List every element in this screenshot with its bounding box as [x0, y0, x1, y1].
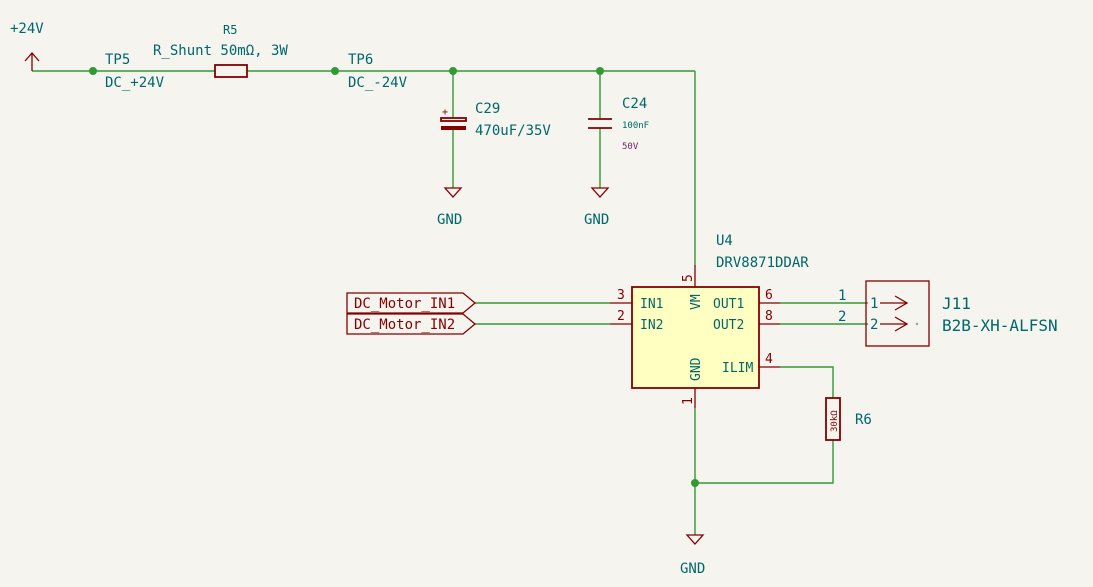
u4-pin-out2-name: OUT2: [713, 318, 744, 333]
vin-power-symbol: +24V: [10, 21, 44, 71]
r5-ref: R5: [223, 23, 237, 37]
ground-icon: [443, 187, 463, 198]
u4-ref: U4: [716, 233, 733, 249]
j11-net1-label: 1: [838, 288, 846, 304]
u4-pin-vm-number: 5: [681, 274, 696, 282]
j11-connector: 1 2 1 2 J11 B2B-XH-ALFSN: [838, 280, 1058, 347]
u4-pin-in1-number: 3: [617, 288, 625, 303]
vin-label: +24V: [10, 21, 44, 37]
label-dc-motor-in1: DC_Motor_IN1: [346, 292, 477, 314]
gnd-label-c24: GND: [584, 212, 609, 228]
label-in2-text: DC_Motor_IN2: [354, 317, 455, 333]
label-in1-text: DC_Motor_IN1: [354, 296, 455, 312]
r6-ref: R6: [855, 412, 872, 428]
ground-icon: [590, 187, 610, 198]
c24-capacitor: C24 100nF 50V: [588, 96, 649, 152]
junction-c29: [449, 67, 457, 75]
gnd-symbol-c24: GND: [584, 187, 610, 228]
j11-value: B2B-XH-ALFSN: [942, 316, 1058, 335]
junction-c24: [596, 67, 604, 75]
u4-value: DRV8871DDAR: [716, 255, 809, 271]
junction-gnd: [691, 479, 699, 487]
label-tag-shape: [346, 313, 477, 335]
resistor-icon: [825, 397, 841, 441]
j11-body: [865, 280, 930, 347]
u4-pin-in2-number: 2: [617, 309, 625, 324]
u4-pin-out1-name: OUT1: [713, 297, 744, 312]
gnd-symbol-u4: GND: [680, 534, 705, 577]
gnd-symbol-c29: GND: [437, 187, 463, 228]
c29-plus-sign: +: [442, 107, 448, 118]
tp5-ref: TP5: [105, 52, 130, 68]
u4-ic: U4 DRV8871DDAR 5 VM 3 IN1 2 IN2 6 OUT1 8…: [610, 233, 809, 408]
dot-icon: [915, 322, 919, 326]
j11-net2-label: 2: [838, 309, 846, 325]
u4-pin-out1-number: 6: [765, 288, 773, 303]
wires: [32, 70, 868, 535]
j11-ref: J11: [942, 294, 971, 313]
u4-body: [631, 286, 760, 389]
tp5-value: DC_+24V: [105, 75, 165, 91]
c24-value: 100nF: [622, 121, 649, 131]
c24-ref: C24: [622, 96, 647, 112]
u4-pin-in2-name: IN2: [640, 318, 663, 333]
r6-value: 30kΩ: [830, 410, 840, 432]
c24-voltage: 50V: [622, 142, 639, 152]
j11-pin1-number: 1: [870, 296, 878, 312]
resistor-icon: [214, 64, 248, 78]
r5-value: R_Shunt 50mΩ, 3W: [153, 43, 288, 59]
u4-pin-out2-number: 8: [765, 309, 773, 324]
u4-pin-vm-name: VM: [689, 294, 704, 310]
r6-resistor: 30kΩ R6: [825, 397, 872, 441]
r5-resistor: R5 R_Shunt 50mΩ, 3W: [153, 23, 288, 78]
gnd-label-u4: GND: [680, 561, 705, 577]
junctions: [89, 67, 699, 487]
wire-ilim-r6: [780, 366, 834, 398]
u4-pin-gnd-name: GND: [689, 357, 704, 381]
c29-value: 470uF/35V: [475, 123, 551, 139]
c29-capacitor: + C29 470uF/35V: [440, 101, 551, 139]
polarized-cap-top-plate-icon: [440, 117, 467, 122]
chevron-right-icon: [894, 316, 909, 332]
wire-r6-gnd: [695, 440, 834, 484]
c29-ref: C29: [475, 101, 500, 117]
tp6-value: DC_-24V: [348, 75, 408, 91]
j11-pin2-number: 2: [870, 317, 878, 333]
u4-pin-ilim-name: ILIM: [722, 361, 753, 376]
label-dc-motor-in2: DC_Motor_IN2: [346, 313, 477, 335]
ground-icon: [685, 534, 705, 545]
u4-pin-ilim-number: 4: [765, 352, 773, 367]
u4-pin-in1-name: IN1: [640, 297, 663, 312]
gnd-label-c29: GND: [437, 212, 462, 228]
polarized-cap-bottom-plate-icon: [441, 126, 466, 130]
junction-tp6: [331, 67, 339, 75]
chevron-right-icon: [894, 295, 909, 311]
tp6-ref: TP6: [348, 52, 373, 68]
label-tag-shape: [346, 292, 477, 314]
arrow-up-icon: [24, 52, 40, 62]
junction-tp5: [89, 67, 97, 75]
u4-pin-gnd-number: 1: [681, 397, 696, 405]
